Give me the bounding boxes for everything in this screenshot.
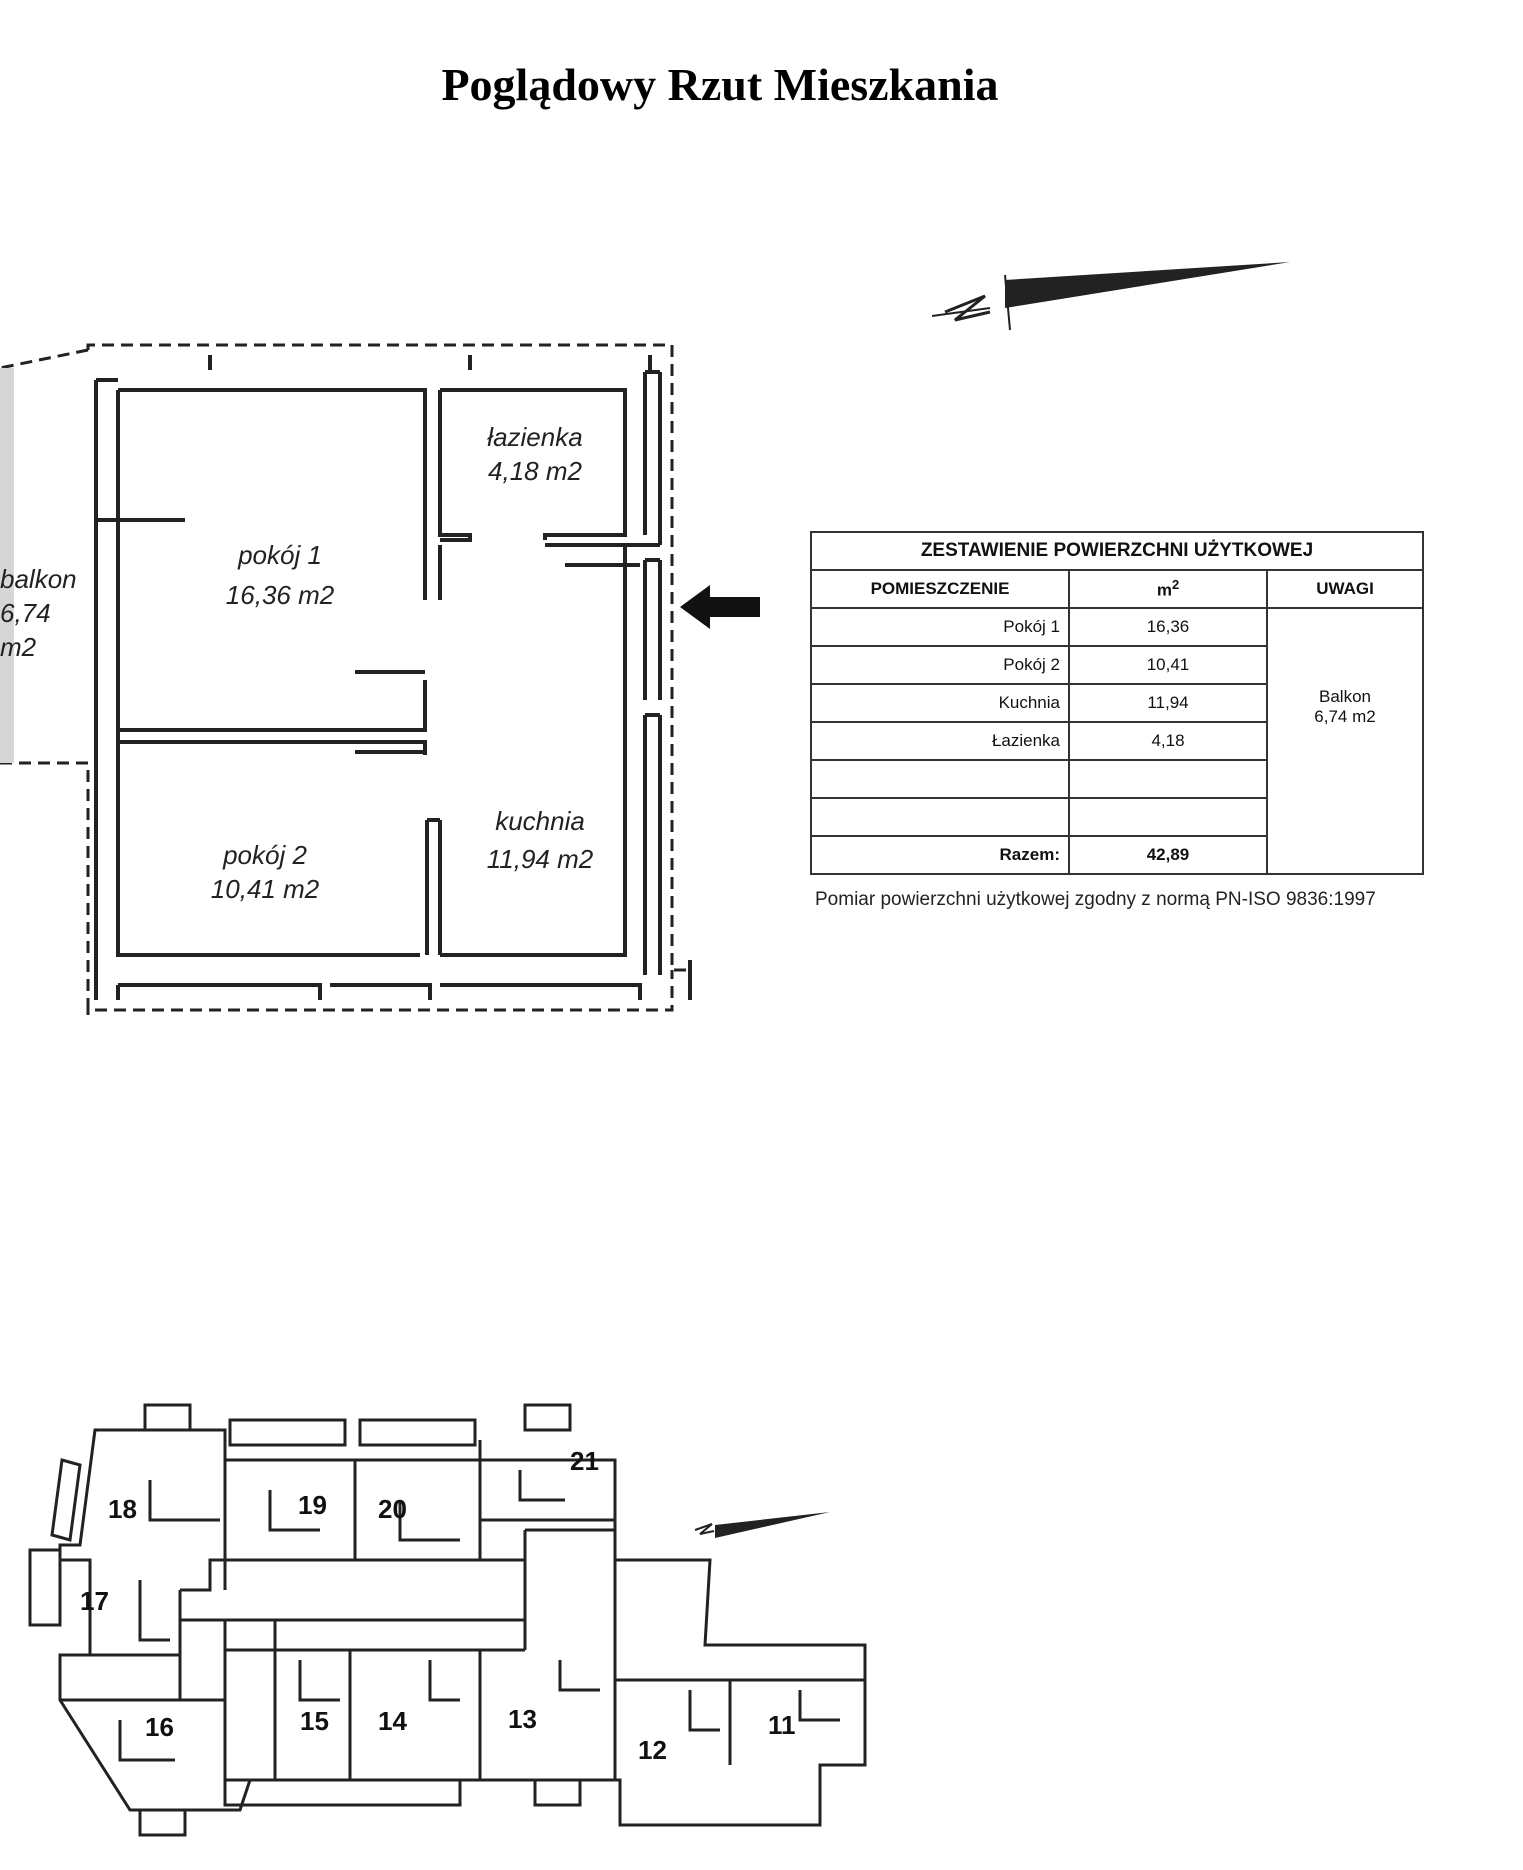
balcony-area	[0, 368, 14, 763]
room-label-pokoj2: pokój 2 10,41 m2	[180, 838, 350, 906]
row-area: 16,36	[1068, 607, 1268, 647]
walls	[94, 355, 692, 1000]
room-label-pokoj1: pokój 1 16,36 m2	[190, 538, 370, 612]
area-summary-table: ZESTAWIENIE POWIERZCHNI UŻYTKOWEJ POMIES…	[810, 531, 1424, 875]
unit-number-14: 14	[378, 1706, 407, 1736]
norm-note: Pomiar powierzchni użytkowej zgodny z no…	[815, 889, 1376, 910]
unit-number-19: 19	[298, 1490, 327, 1520]
row-room: Kuchnia	[810, 683, 1070, 723]
room-name: kuchnia	[495, 806, 585, 836]
row-room	[810, 797, 1070, 837]
row-area: 11,94	[1068, 683, 1268, 723]
table-title: ZESTAWIENIE POWIERZCHNI UŻYTKOWEJ	[810, 531, 1424, 571]
table-row: Pokój 2 10,41	[810, 645, 1423, 685]
header-notes: UWAGI	[1266, 569, 1424, 609]
row-area	[1068, 759, 1268, 799]
header-area-sup: 2	[1171, 577, 1180, 593]
room-name: pokój 2	[223, 840, 307, 870]
header-room: POMIESZCZENIE	[810, 569, 1070, 609]
row-room: Łazienka	[810, 721, 1070, 761]
table-row: Pokój 1 16,36 Balkon 6,74 m2	[810, 607, 1424, 875]
unit-number-12: 12	[638, 1735, 667, 1765]
table-row	[810, 797, 1423, 837]
header-area-unit: m	[1156, 580, 1172, 600]
room-name: łazienka	[487, 422, 583, 452]
unit-number-11: 11	[768, 1710, 796, 1740]
table-total-row: Razem: 42,89	[810, 835, 1423, 875]
room-label-lazienka: łazienka 4,18 m2	[450, 420, 620, 488]
room-area: 4,18 m2	[488, 456, 582, 486]
room-label-balkon: balkon 6,74 m2	[0, 562, 80, 664]
row-room	[810, 759, 1070, 799]
page-title: Poglądowy Rzut Mieszkania	[441, 59, 999, 110]
unit-number-18: 18	[108, 1494, 137, 1524]
notes-line: 6,74 m2	[1314, 707, 1376, 726]
notes-cell: Balkon 6,74 m2	[1266, 607, 1424, 875]
total-value: 42,89	[1068, 835, 1268, 875]
room-name: balkon	[0, 564, 77, 594]
room-label-kuchnia: kuchnia 11,94 m2	[455, 804, 625, 876]
table-row: Kuchnia 11,94	[810, 683, 1423, 723]
unit-number-13: 13	[508, 1704, 537, 1734]
row-area: 10,41	[1068, 645, 1268, 685]
unit-number-17: 17	[80, 1586, 109, 1616]
row-area: 4,18	[1068, 721, 1268, 761]
header-area: m2	[1068, 569, 1268, 609]
room-area: 10,41 m2	[210, 874, 320, 904]
north-arrow-small-icon	[694, 1512, 830, 1538]
notes-line: Balkon	[1319, 687, 1371, 706]
north-arrow-icon	[931, 262, 1290, 331]
unit-number-21: 21	[570, 1446, 599, 1476]
total-label: Razem:	[810, 835, 1070, 875]
building-overview-plan	[28, 1403, 867, 1837]
table-row	[810, 759, 1423, 799]
unit-number-15: 15	[300, 1706, 329, 1736]
unit-number-16: 16	[145, 1712, 174, 1742]
room-area: 6,74 m2	[0, 598, 51, 662]
entrance-arrow-icon	[680, 585, 760, 629]
row-room: Pokój 2	[810, 645, 1070, 685]
room-name: pokój 1	[238, 540, 322, 570]
unit-number-20: 20	[378, 1494, 407, 1524]
table-row: Łazienka 4,18	[810, 721, 1423, 761]
row-room: Pokój 1	[810, 607, 1070, 647]
room-area: 11,94 m2	[486, 844, 594, 874]
room-area: 16,36 m2	[225, 580, 335, 610]
apartment-boundary	[0, 343, 690, 1015]
row-area	[1068, 797, 1268, 837]
